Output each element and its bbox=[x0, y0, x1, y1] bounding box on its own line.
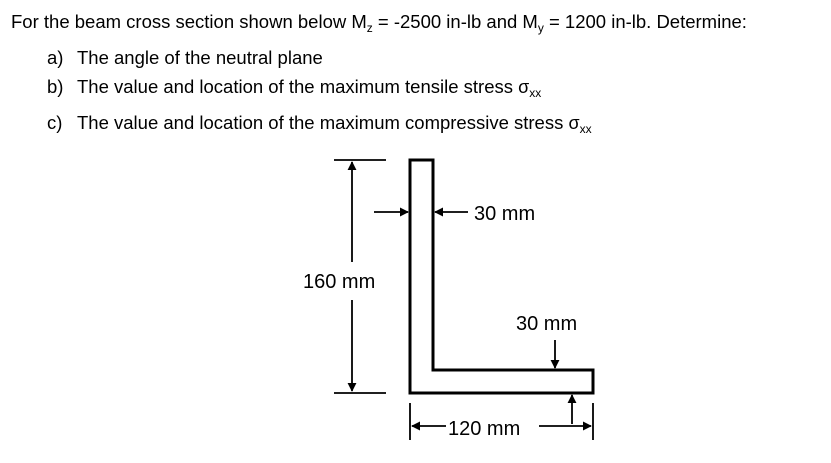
mz-subscript: z bbox=[366, 21, 373, 35]
sigma-subscript: xx bbox=[579, 122, 592, 136]
statement-prefix: For the beam cross section shown below M bbox=[11, 11, 367, 32]
flange-thickness-label: 30 mm bbox=[516, 313, 577, 335]
my-subscript: y bbox=[537, 21, 544, 35]
sigma-symbol: σ bbox=[518, 77, 530, 97]
sigma-symbol: σ bbox=[568, 113, 580, 133]
item-text: The angle of the neutral plane bbox=[77, 47, 323, 68]
question-item-b: b) The value and location of the maximum … bbox=[11, 72, 826, 108]
item-letter: b) bbox=[47, 76, 64, 97]
item-text: The value and location of the maximum te… bbox=[77, 76, 519, 97]
height-label: 160 mm bbox=[303, 271, 375, 293]
statement-line: For the beam cross section shown below M… bbox=[11, 7, 826, 43]
problem-statement: For the beam cross section shown below M… bbox=[11, 7, 826, 144]
question-item-a: a) The angle of the neutral plane bbox=[11, 43, 826, 72]
l-section-outline bbox=[408, 158, 595, 395]
question-item-c: c) The value and location of the maximum … bbox=[11, 108, 826, 144]
mz-value: = -2500 in-lb and M bbox=[372, 11, 538, 32]
item-text: The value and location of the maximum co… bbox=[77, 112, 569, 133]
width-label: 120 mm bbox=[448, 418, 520, 440]
my-value: = 1200 in-lb. Determine: bbox=[543, 11, 747, 32]
web-thickness-label: 30 mm bbox=[474, 203, 535, 225]
item-letter: c) bbox=[47, 112, 63, 133]
sigma-subscript: xx bbox=[529, 86, 542, 100]
item-letter: a) bbox=[47, 47, 64, 68]
